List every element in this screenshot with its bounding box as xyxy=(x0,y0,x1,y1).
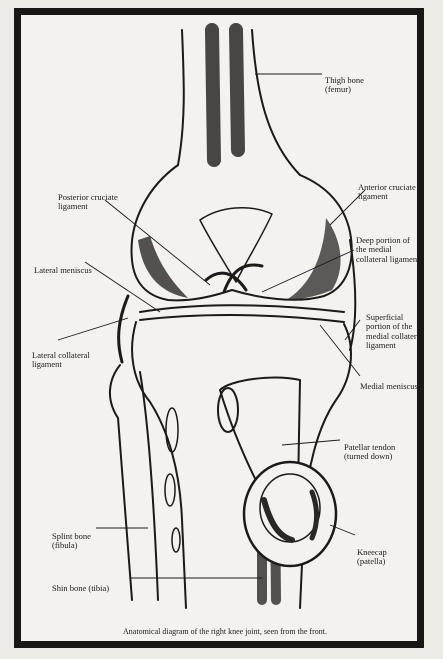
menisci xyxy=(140,305,344,322)
label-shin-bone: Shin bone (tibia) xyxy=(52,574,109,603)
label-lateral-meniscus: Lateral meniscus xyxy=(34,256,92,285)
label-thigh-bone: Thigh bone(femur) xyxy=(325,66,364,104)
fibula xyxy=(110,365,158,600)
label-kneecap: Kneecap(patella) xyxy=(357,538,387,576)
femur-shading xyxy=(212,30,238,160)
diagram-caption: Anatomical diagram of the right knee joi… xyxy=(40,627,410,636)
label-medial-meniscus: Medial meniscus xyxy=(360,372,418,401)
cruciate-ligaments xyxy=(206,265,262,292)
tibia xyxy=(132,322,351,608)
patella xyxy=(244,462,336,566)
label-patellar-tendon: Patellar tendon(turned down) xyxy=(344,433,395,471)
label-splint-bone: Splint bone(fibula) xyxy=(52,522,91,560)
